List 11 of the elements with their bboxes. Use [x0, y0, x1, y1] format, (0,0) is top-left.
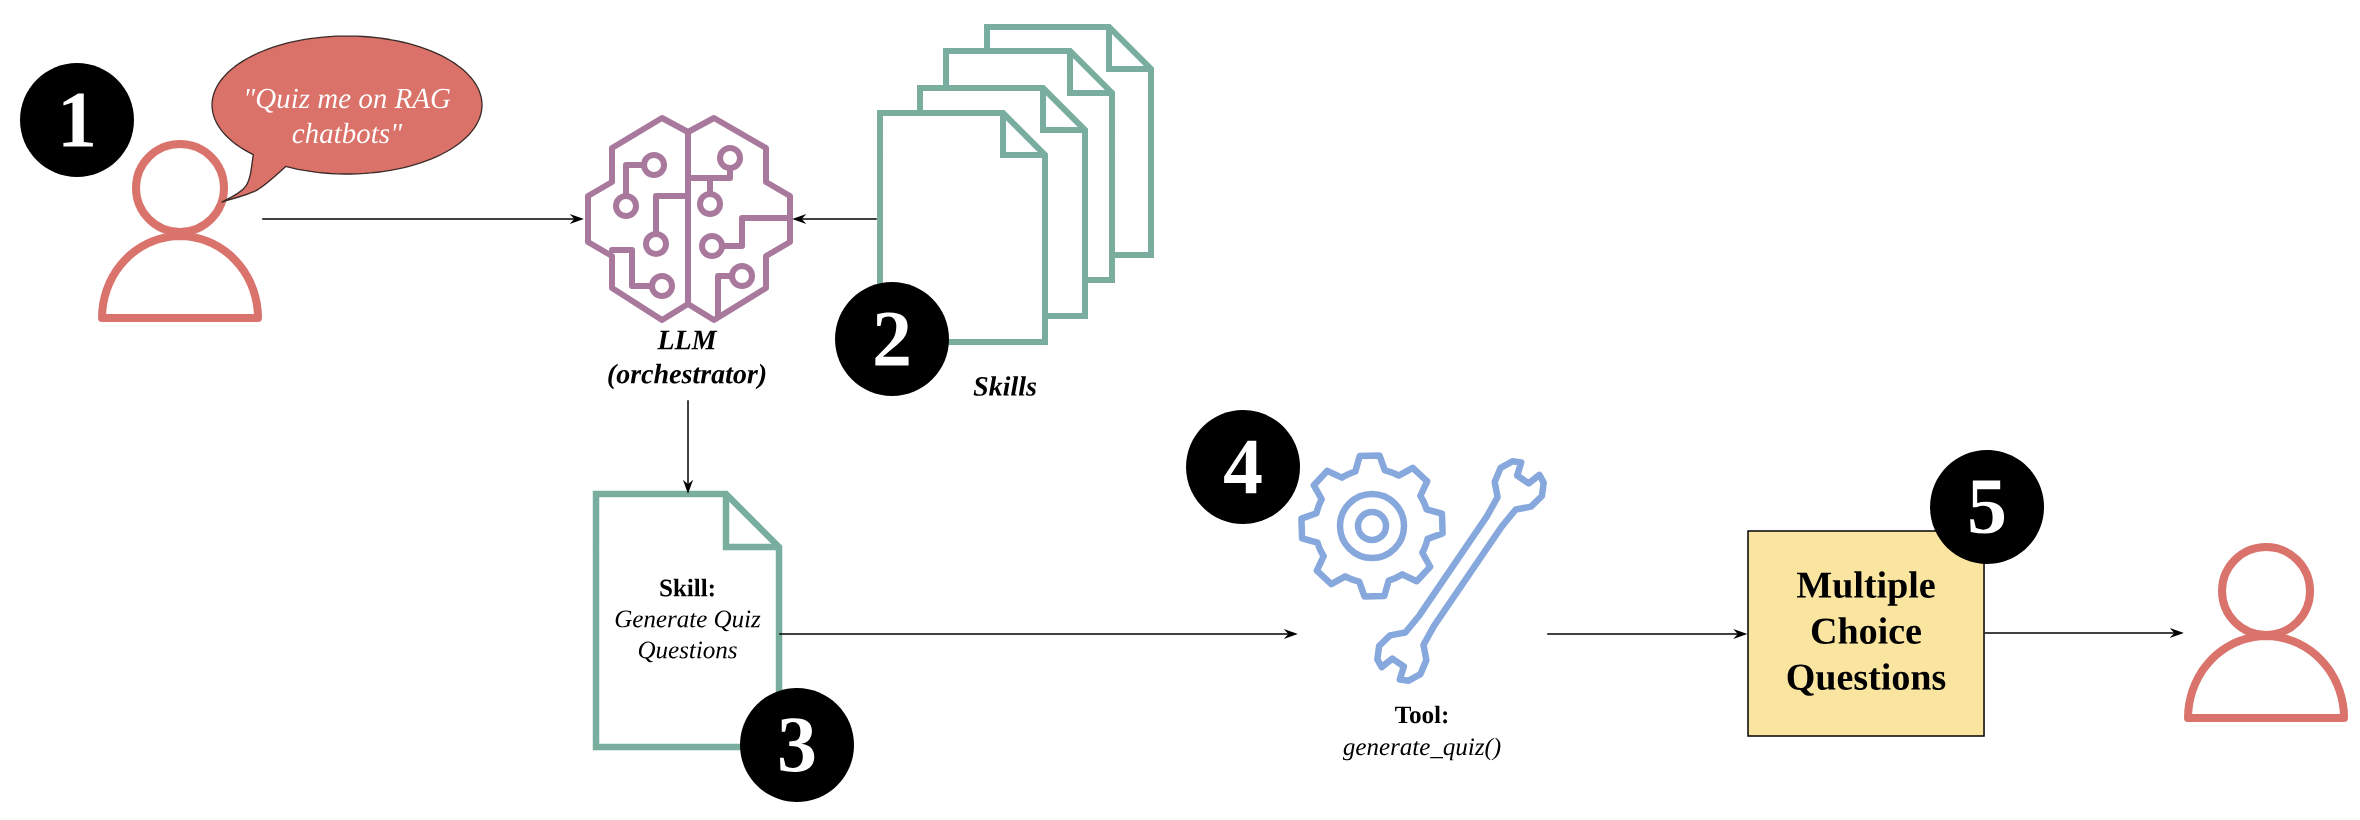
- step-number: 3: [740, 688, 854, 802]
- icon-caption: LLM (orchestrator): [608, 330, 766, 390]
- step-number: 2: [835, 282, 949, 396]
- speech-bubble: "Quiz me on RAG chatbots": [211, 35, 483, 203]
- step-number: 1: [20, 63, 134, 177]
- person-icon: [98, 140, 262, 322]
- person-icon: [2184, 543, 2349, 722]
- step-number: 5: [1930, 450, 2044, 564]
- icon-caption: Skills: [973, 376, 1037, 396]
- icon-caption: Tool: generate_quiz(): [1342, 705, 1501, 761]
- step-number: 4: [1186, 410, 1300, 524]
